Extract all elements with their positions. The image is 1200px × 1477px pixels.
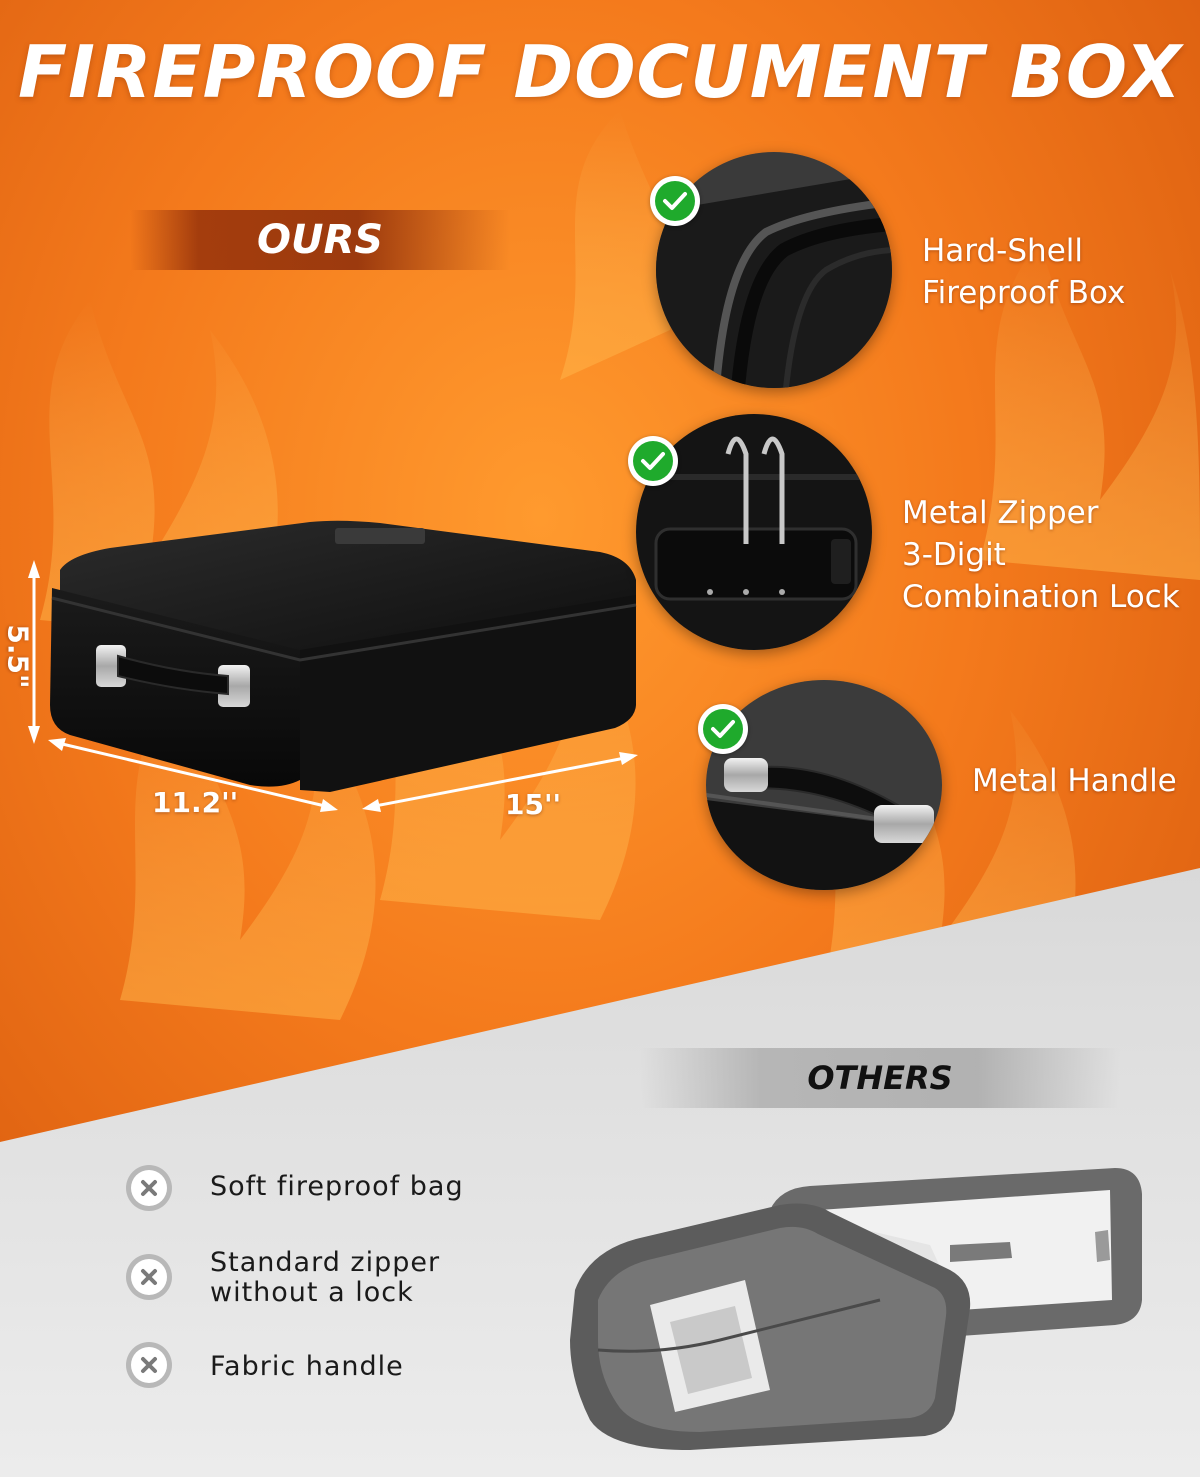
feature-line: Metal Zipper: [902, 495, 1099, 531]
metal-handle-closeup: [706, 680, 942, 890]
soft-bag-illustration: [570, 1168, 1142, 1450]
x-icon: [126, 1165, 172, 1211]
con-fabric-handle: Fabric handle: [210, 1352, 404, 1382]
con-standard-zipper: Standard zipper without a lock: [210, 1248, 440, 1308]
feature-hard-shell: Hard-Shell Fireproof Box: [922, 230, 1125, 314]
con-line: Soft fireproof bag: [210, 1171, 464, 1202]
hard-shell-closeup: [656, 152, 892, 388]
x-icon: [126, 1342, 172, 1388]
con-soft-bag: Soft fireproof bag: [210, 1172, 464, 1202]
check-icon: [698, 704, 748, 754]
con-line: Standard zipper: [210, 1247, 441, 1278]
con-line: Fabric handle: [210, 1351, 404, 1382]
page-title: FIREPROOF DOCUMENT BOX: [17, 30, 1183, 114]
feature-line: 3-Digit: [902, 537, 1006, 573]
con-line: without a lock: [210, 1277, 414, 1308]
check-icon: [650, 176, 700, 226]
feature-line: Combination Lock: [902, 579, 1180, 615]
product-box-illustration: [28, 520, 638, 812]
others-ribbon: OTHERS: [640, 1048, 1120, 1108]
feature-metal-handle: Metal Handle: [972, 760, 1177, 802]
width-dimension-label: 15'': [505, 788, 562, 821]
depth-dimension-label: 11.2'': [152, 786, 239, 819]
height-dimension-label: 5.5": [1, 624, 35, 689]
feature-metal-zipper: Metal Zipper 3-Digit Combination Lock: [902, 492, 1180, 618]
feature-line: Hard-Shell: [922, 233, 1083, 269]
feature-line: Fireproof Box: [922, 275, 1126, 311]
feature-line: Metal Handle: [972, 763, 1177, 799]
ours-ribbon: OURS: [130, 210, 510, 270]
x-icon: [126, 1254, 172, 1300]
check-icon: [628, 436, 678, 486]
